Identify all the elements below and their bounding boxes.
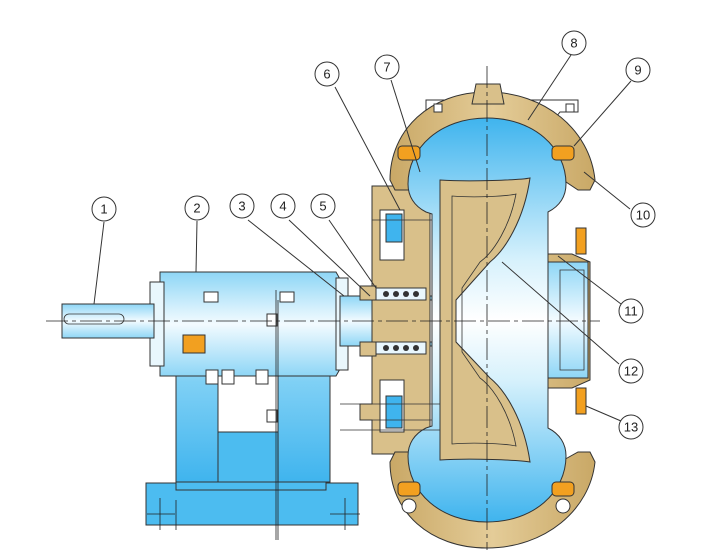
callout-12: 12 xyxy=(618,358,644,384)
callout-13: 13 xyxy=(618,414,644,440)
centerlines xyxy=(46,66,600,550)
bearing-frame xyxy=(145,271,360,540)
callout-7: 7 xyxy=(374,54,400,80)
packing-rings-bottom xyxy=(375,341,427,355)
callout-2: 2 xyxy=(184,195,210,221)
impeller xyxy=(439,177,531,463)
callout-6-label: 6 xyxy=(323,67,330,82)
callout-7-label: 7 xyxy=(383,60,390,75)
callout-12-label: 12 xyxy=(624,364,638,379)
callout-6: 6 xyxy=(314,61,340,87)
callout-3-label: 3 xyxy=(238,199,245,214)
leader-lines xyxy=(93,54,632,422)
callout-10-label: 10 xyxy=(636,208,650,223)
callout-5: 5 xyxy=(310,193,336,219)
callout-8-label: 8 xyxy=(570,36,577,51)
callout-8: 8 xyxy=(561,30,587,56)
gaskets xyxy=(397,145,587,497)
callout-2-label: 2 xyxy=(193,201,200,216)
packing-rings-top xyxy=(375,287,427,301)
shaft-seal xyxy=(359,171,440,469)
callout-11-label: 11 xyxy=(624,304,638,319)
callout-1: 1 xyxy=(91,196,117,222)
callout-4: 4 xyxy=(270,193,296,219)
callout-3: 3 xyxy=(229,193,255,219)
callout-11: 11 xyxy=(618,298,644,324)
callout-5-label: 5 xyxy=(319,199,326,214)
callout-9-label: 9 xyxy=(634,63,641,78)
callout-1-label: 1 xyxy=(100,202,107,217)
callout-10: 10 xyxy=(630,202,656,228)
callout-4-label: 4 xyxy=(279,199,286,214)
callout-13-label: 13 xyxy=(624,420,638,435)
callout-9: 9 xyxy=(625,57,651,83)
